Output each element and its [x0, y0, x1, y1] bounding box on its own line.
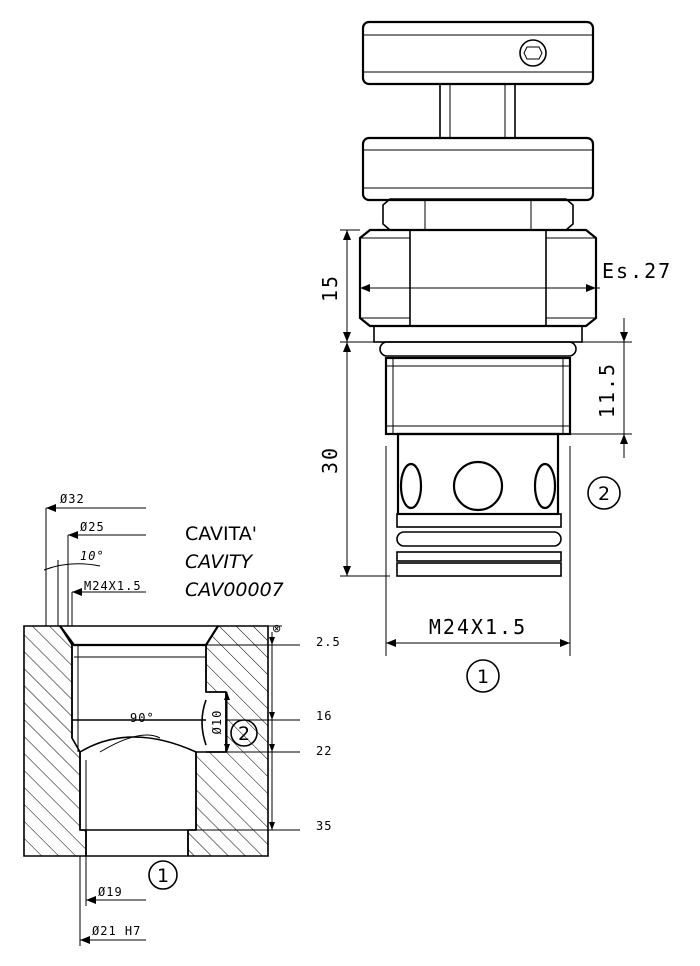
- svg-text:35: 35: [316, 819, 332, 833]
- dimension-30: 30: [318, 342, 390, 577]
- dimension-cavity-thread: M24X1.5: [71, 579, 146, 626]
- svg-text:Ø21 H7: Ø21 H7: [92, 924, 141, 938]
- cavity-port-1-marker: 1: [148, 860, 178, 890]
- valve-body-hex: [358, 228, 598, 328]
- valve-small-hex: [382, 198, 574, 231]
- svg-text:2.5: 2.5: [316, 635, 341, 649]
- valve-port-2-marker: 2: [587, 476, 621, 510]
- valve-knob-top: [361, 20, 595, 86]
- dimension-valve-thread: M24X1.5: [385, 446, 571, 656]
- dimension-11-5: 11.5: [570, 318, 632, 458]
- dimension-dia-19: Ø19: [85, 856, 146, 906]
- valve-stem: [439, 83, 516, 139]
- valve-lower-body: [396, 432, 560, 516]
- svg-text:M24X1.5: M24X1.5: [84, 579, 142, 593]
- set-screw-icon: [519, 39, 547, 67]
- valve-side-port-right: [533, 462, 557, 510]
- dimension-hex-size: Es.27: [360, 259, 672, 292]
- title-line-3: CAV00007: [185, 579, 284, 601]
- cavity-hatched-body: [23, 625, 269, 857]
- svg-text:10°: 10°: [80, 549, 105, 563]
- svg-text:Ø25: Ø25: [80, 520, 105, 534]
- valve-side-port-left: [399, 462, 423, 510]
- svg-text:Ø32: Ø32: [60, 492, 85, 506]
- hex-size-label: Es.27: [602, 259, 672, 283]
- dimension-dia-10: Ø10: [210, 692, 230, 752]
- valve-cartridge: 15 30 11.5 Es.27: [318, 20, 672, 693]
- dim-30-label: 30: [318, 446, 342, 474]
- reference-point-icon: ⊗: [272, 622, 281, 635]
- svg-text:Ø10: Ø10: [210, 710, 224, 735]
- dim-15-label: 15: [318, 274, 342, 302]
- cavity-title: CAVITA' CAVITY CAV00007: [185, 523, 284, 601]
- angle-90-label: 90°: [130, 711, 155, 725]
- dimension-depths: ⊗ 2.5 16 22 35: [196, 622, 341, 833]
- valve-o-ring-upper: [379, 341, 577, 357]
- dim-11-5-label: 11.5: [595, 362, 619, 418]
- svg-text:Ø19: Ø19: [98, 885, 123, 899]
- svg-text:1: 1: [477, 666, 489, 688]
- valve-thread-label: M24X1.5: [429, 615, 527, 639]
- valve-o-ring-lower: [396, 513, 562, 528]
- dimension-dia-25: Ø25: [67, 520, 146, 626]
- dimension-dia-32: Ø32: [45, 492, 146, 626]
- svg-text:16: 16: [316, 709, 332, 723]
- title-line-1: CAVITA': [185, 523, 257, 545]
- dimension-dia-21: Ø21 H7: [79, 856, 146, 946]
- dimension-angle-10: 10°: [43, 549, 105, 626]
- dimension-15: 15: [318, 229, 380, 343]
- svg-text:2: 2: [238, 723, 250, 745]
- svg-text:2: 2: [598, 483, 610, 505]
- svg-text:1: 1: [157, 865, 169, 887]
- valve-thread-section: [384, 356, 572, 436]
- valve-port-2-hole: [452, 460, 504, 512]
- valve-lock-nut: [361, 136, 595, 202]
- title-line-2: CAVITY: [185, 551, 254, 573]
- svg-text:22: 22: [316, 744, 332, 758]
- cavity-section: 90° Ø10 2 1 Ø32 Ø25: [23, 492, 341, 946]
- valve-port-1-marker: 1: [466, 659, 500, 693]
